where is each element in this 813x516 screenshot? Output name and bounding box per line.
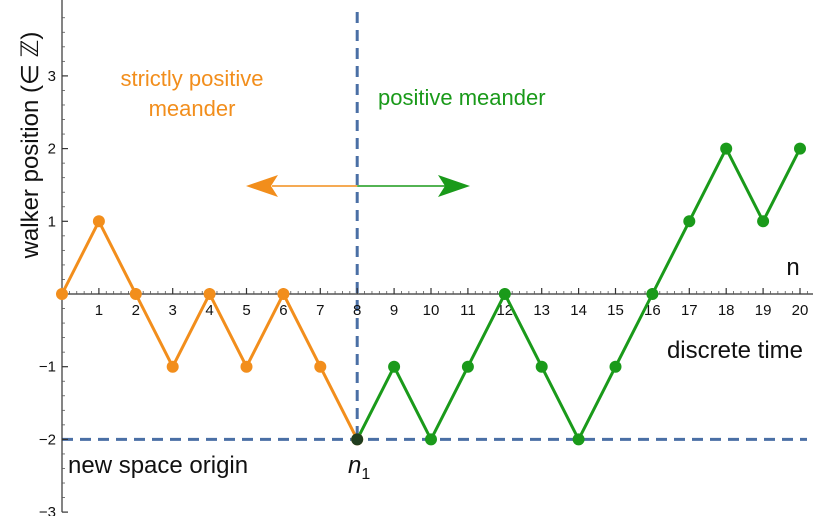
data-point	[609, 360, 622, 373]
data-point	[425, 433, 437, 446]
x-tick-label: 16	[644, 302, 661, 319]
x-tick-label: 3	[169, 302, 177, 319]
y-tick-label: −3	[39, 504, 56, 516]
data-point	[388, 360, 401, 373]
x-tick-label: 17	[681, 302, 698, 319]
series-line-0	[60, 217, 359, 441]
n1-label: n1	[348, 452, 370, 483]
data-point	[166, 360, 179, 373]
x-tick-label: 6	[279, 302, 287, 319]
data-point	[757, 215, 770, 228]
data-point	[277, 288, 290, 300]
x-tick-label: 8	[353, 302, 361, 319]
x-tick-label: 20	[792, 302, 809, 319]
data-point	[351, 433, 364, 446]
x-tick-label: 4	[205, 302, 213, 319]
data-point	[572, 433, 585, 446]
data-point	[203, 288, 216, 300]
x-tick-label: 1	[95, 302, 103, 319]
x-tick-label: 15	[607, 302, 624, 319]
y-tick-label: 1	[48, 213, 56, 230]
data-point	[461, 360, 474, 373]
data-point	[794, 142, 806, 155]
data-point	[56, 288, 68, 300]
data-point	[498, 288, 511, 300]
x-tick-label: 12	[496, 302, 513, 319]
data-point	[720, 142, 733, 155]
direction-arrows	[246, 175, 470, 197]
n1-subscript: 1	[361, 466, 370, 483]
x-tick-label: 19	[755, 302, 772, 319]
x-tick-label: 5	[242, 302, 250, 319]
x-tick-label: 9	[390, 302, 398, 319]
n1-base: n	[348, 452, 361, 479]
x-tick-label: 10	[423, 302, 440, 319]
left-arrow-head	[246, 175, 278, 197]
data-point	[314, 360, 327, 373]
data-point	[129, 288, 142, 300]
y-tick-label: −1	[39, 359, 56, 376]
new-origin-label: new space origin	[68, 452, 248, 479]
x-tick-label: 14	[570, 302, 587, 319]
data-point	[240, 360, 253, 373]
y-axis-label: walker position (∈ ℤ)	[17, 32, 44, 260]
x-tick-label: 2	[132, 302, 140, 319]
y-tick-label: −2	[39, 431, 56, 448]
legend-positive-meander: positive meander	[378, 85, 546, 110]
y-tick-label: 2	[48, 141, 56, 158]
data-point	[646, 288, 659, 300]
reference-lines	[62, 12, 807, 441]
data-point	[683, 215, 696, 228]
data-point	[535, 360, 548, 373]
x-tick-label: 11	[460, 302, 476, 319]
y-tick-label: 3	[48, 68, 56, 85]
x-tick-label: 7	[316, 302, 324, 319]
x-tick-label: 13	[533, 302, 550, 319]
right-arrow-head	[438, 175, 470, 197]
x-axis-secondary-label: discrete time	[667, 337, 803, 364]
data-point	[92, 215, 105, 228]
series-layer	[56, 142, 806, 446]
x-tick-label: 18	[718, 302, 735, 319]
x-axis-label: n	[786, 254, 799, 281]
